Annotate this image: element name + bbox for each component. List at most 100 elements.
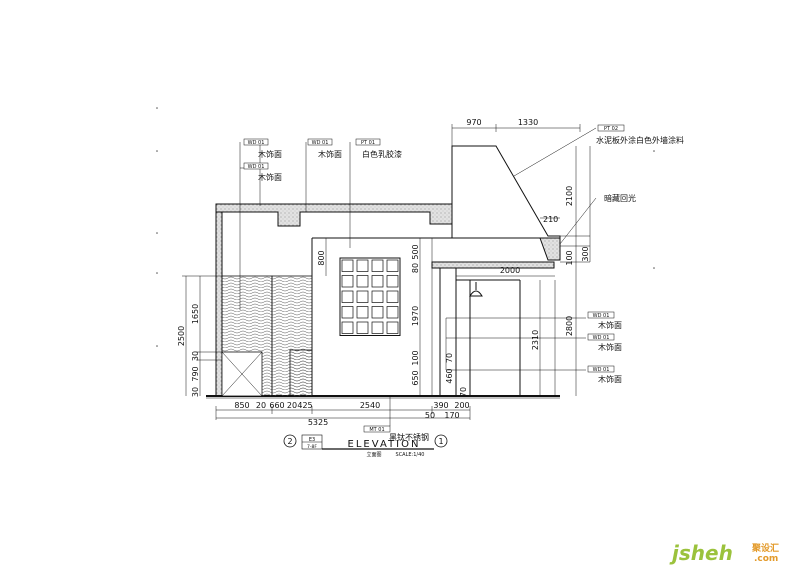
detail-number-left: 2 (287, 437, 292, 446)
dim-bottom-390: 390 (433, 401, 448, 410)
note-white-latex: 白色乳胶漆 (362, 149, 402, 159)
note-wood-finish-c: 木饰面 (318, 149, 342, 159)
tag-wd01-b: WD 01 (248, 164, 265, 170)
window-pane (386, 321, 399, 334)
dim-inner-70a: 70 (445, 353, 454, 363)
window-pane (356, 321, 369, 334)
tag-wd01-c: WD 01 (312, 140, 329, 146)
material-tag-text: WD 01 WD 01 WD 01 PT 01 PT 02 WD 01 WD 0… (248, 126, 618, 433)
dim-right-300: 300 (581, 246, 590, 261)
dim-inner-650: 650 (411, 370, 420, 385)
ceiling-slab (215, 203, 453, 227)
watermark-brand: jsheh (669, 541, 733, 565)
dim-left-30a: 30 (191, 351, 200, 361)
dim-left-790: 790 (191, 366, 200, 381)
dim-inner-800: 800 (317, 250, 326, 265)
entrance-beam (431, 261, 555, 269)
dim-right-2310: 2310 (531, 330, 540, 350)
tag-wd01-e: WD 01 (593, 335, 610, 341)
dim-right-100: 100 (565, 250, 574, 265)
watermark-domain: .com (754, 554, 778, 564)
left-wall-section (215, 203, 223, 397)
dim-bottom-850: 850 (234, 401, 249, 410)
leader-lines (239, 127, 597, 426)
detail-number-circle-right (434, 434, 448, 448)
tag-box-mt01 (363, 425, 391, 433)
window-pane (371, 275, 384, 288)
dim-top-1330: 1330 (518, 118, 538, 127)
tag-box-wd01-c (307, 138, 333, 146)
watermark-suffix: 聚设汇 (751, 542, 779, 554)
dim-right-2100: 2100 (565, 186, 574, 206)
tag-box-wd01-f (587, 365, 615, 373)
detail-number-circle-left (283, 434, 297, 448)
tag-box-wd01-a (243, 138, 269, 146)
window-pane (386, 275, 399, 288)
canopy-edge (539, 237, 561, 261)
tag-pt02: PT 02 (604, 126, 618, 132)
window-pane (356, 259, 369, 272)
cabinet-diagonal-2 (221, 351, 263, 397)
note-wood-finish-b: 木饰面 (258, 172, 282, 182)
drawing-title: ELEVATION (348, 439, 421, 450)
dimension-numbers: 970 1330 2100 210 300 100 2800 2310 800 … (177, 118, 590, 427)
window-frame (339, 257, 401, 336)
material-tags (243, 124, 625, 433)
title-block: 2 E3 7-8F ELEVATION 1 立面图 SCALE:1/40 (283, 434, 448, 458)
dim-left-2500: 2500 (177, 326, 186, 346)
dim-left-1650: 1650 (191, 304, 200, 324)
tag-wd01-a: WD 01 (248, 140, 265, 146)
tag-pt01: PT 01 (361, 140, 375, 146)
tag-box-wd01-d (587, 311, 615, 319)
drawing-scale: SCALE:1/40 (396, 452, 425, 458)
tag-mt01: MT 01 (369, 427, 384, 433)
dim-inner-100: 100 (411, 350, 420, 365)
window-pane (386, 306, 399, 319)
canopy-cement-board (451, 145, 561, 247)
lower-wood-panel (289, 349, 313, 397)
window-pane (371, 259, 384, 272)
tag-wd01-f: WD 01 (593, 367, 610, 373)
note-wood-finish-d: 木饰面 (598, 320, 622, 330)
dim-right-2800: 2800 (565, 316, 574, 336)
dim-inner-2000: 2000 (500, 266, 520, 275)
window-pane (356, 306, 369, 319)
wood-panels (221, 275, 313, 397)
window-pane (386, 290, 399, 303)
note-hidden-light: 暗藏回光 (604, 193, 636, 203)
dim-inner-1970: 1970 (411, 306, 420, 326)
dim-bottom-200: 200 (454, 401, 469, 410)
material-notes: 木饰面 木饰面 木饰面 白色乳胶漆 水泥板外涂白色外墙涂料 暗藏回光 木饰面 木… (258, 135, 684, 442)
tag-box-wd01-b (243, 162, 269, 170)
note-wood-finish-f: 木饰面 (598, 374, 622, 384)
tag-wd01-d: WD 01 (593, 313, 610, 319)
dim-bottom-425: 425 (297, 401, 312, 410)
window-pane (356, 290, 369, 303)
dim-bottom-20a: 20 (256, 401, 266, 410)
window-grid (339, 257, 401, 336)
dim-inner-80: 80 (411, 263, 420, 273)
dim-bottom-5325: 5325 (308, 418, 328, 427)
tag-box-pt01 (355, 138, 381, 146)
window-pane (371, 290, 384, 303)
note-wood-finish-e: 木饰面 (598, 342, 622, 352)
dim-top-970: 970 (466, 118, 481, 127)
window-pane (371, 321, 384, 334)
window-pane (386, 259, 399, 272)
window-pane (341, 259, 354, 272)
dim-left-30b: 30 (191, 387, 200, 397)
detail-number-right: 1 (438, 437, 443, 446)
dim-bottom-170: 170 (444, 411, 459, 420)
dim-inner-500: 500 (411, 244, 420, 259)
note-titanium-steel: 黑钛不锈钢 (389, 432, 429, 442)
dim-right-210: 210 (543, 215, 558, 224)
dim-inner-460: 460 (445, 368, 454, 383)
pendant-lamp (469, 290, 483, 297)
note-cement-board: 水泥板外涂白色外墙涂料 (596, 135, 684, 145)
dim-bottom-2540: 2540 (360, 401, 380, 410)
sheet-ref-top: E3 (309, 437, 315, 443)
tag-box-pt02 (597, 124, 625, 132)
dim-bottom-50: 50 (425, 411, 435, 420)
window-pane (356, 275, 369, 288)
